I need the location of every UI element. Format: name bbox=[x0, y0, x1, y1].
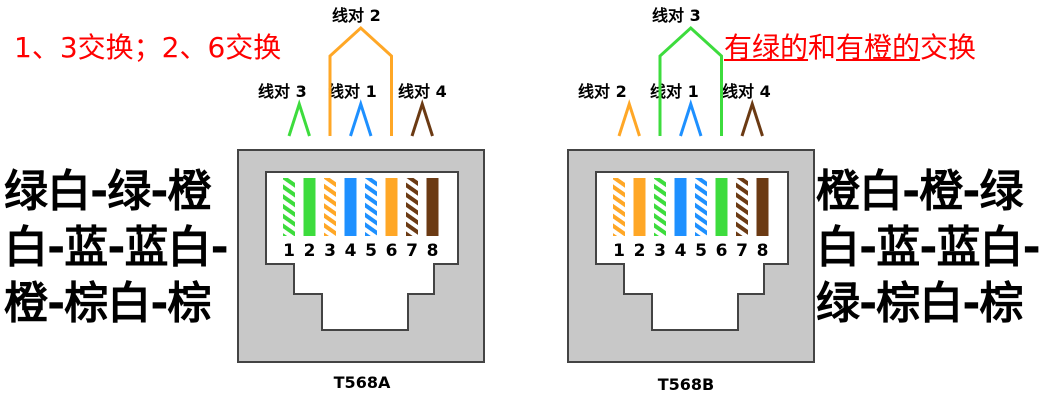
pin-wire bbox=[736, 178, 748, 236]
pair-label-top: 线对 3 bbox=[652, 6, 701, 25]
pin-number: 4 bbox=[345, 241, 357, 261]
pin-wire bbox=[654, 178, 666, 236]
pin-number: 7 bbox=[736, 241, 748, 261]
standard-label: T568B bbox=[657, 375, 715, 394]
pin-number: 3 bbox=[654, 241, 666, 261]
pin-wire bbox=[613, 178, 625, 236]
pair-line bbox=[617, 99, 641, 137]
pin-wire bbox=[715, 178, 728, 236]
pin-wire bbox=[365, 178, 377, 236]
right-note-seg1: 有绿的 bbox=[724, 31, 809, 64]
pair-label-c: 线对 4 bbox=[722, 82, 771, 101]
pair-line bbox=[287, 99, 311, 137]
pin-number: 1 bbox=[613, 241, 625, 261]
right-desc-line: 绿-棕白-棕 bbox=[816, 278, 1024, 329]
right-note: 有绿的和有橙的交换 bbox=[724, 26, 976, 66]
pin-wire bbox=[633, 178, 646, 236]
pin-wire bbox=[324, 178, 336, 236]
pin-number: 2 bbox=[634, 241, 646, 261]
left-desc-line: 白-蓝-蓝白- bbox=[4, 222, 229, 273]
pin-number: 6 bbox=[386, 241, 398, 261]
pin-wire bbox=[406, 178, 418, 236]
pin-wire bbox=[426, 178, 439, 236]
pin-wire bbox=[344, 178, 357, 236]
pin-wire bbox=[385, 178, 398, 236]
pair-line bbox=[679, 99, 703, 137]
pin-wire bbox=[695, 178, 707, 236]
right-desc-line: 橙白-橙-绿 bbox=[816, 166, 1024, 217]
pin-number: 8 bbox=[757, 241, 769, 261]
pin-number: 8 bbox=[427, 241, 439, 261]
pin-wire bbox=[756, 178, 769, 236]
pair-label-c: 线对 4 bbox=[398, 82, 447, 101]
pin-number: 5 bbox=[365, 241, 377, 261]
pair-line bbox=[349, 99, 373, 137]
pin-number: 4 bbox=[675, 241, 687, 261]
pin-number: 5 bbox=[695, 241, 707, 261]
pin-number: 7 bbox=[406, 241, 418, 261]
pin-number: 6 bbox=[716, 241, 728, 261]
right-description: 橙白-橙-绿 白-蓝-蓝白- 绿-棕白-棕 bbox=[816, 164, 1041, 332]
right-note-seg2: 和 bbox=[808, 31, 837, 64]
pin-wire bbox=[674, 178, 687, 236]
pair-line-outer bbox=[328, 25, 393, 136]
pin-wire bbox=[303, 178, 316, 236]
pair-label-top: 线对 2 bbox=[332, 6, 381, 25]
left-note: 1、3交换；2、6交换 bbox=[14, 31, 282, 64]
pair-label-b: 线对 1 bbox=[328, 82, 377, 101]
standard-label: T568A bbox=[333, 373, 391, 392]
pin-number: 1 bbox=[283, 241, 295, 261]
pair-line bbox=[740, 99, 764, 137]
right-note-seg4: 交换 bbox=[920, 31, 977, 64]
pin-wire bbox=[283, 178, 295, 236]
pair-line bbox=[410, 99, 434, 137]
pair-line-outer bbox=[658, 25, 723, 136]
left-desc-line: 绿白-绿-橙 bbox=[4, 166, 212, 217]
pair-label-a: 线对 2 bbox=[578, 82, 627, 101]
pin-number: 2 bbox=[304, 241, 316, 261]
left-description: 绿白-绿-橙 白-蓝-蓝白- 橙-棕白-棕 bbox=[4, 164, 229, 332]
pair-label-a: 线对 3 bbox=[258, 82, 307, 101]
right-note-seg3: 有橙的 bbox=[836, 31, 921, 64]
pin-number: 3 bbox=[324, 241, 336, 261]
left-desc-line: 橙-棕白-棕 bbox=[4, 278, 212, 329]
pair-label-b: 线对 1 bbox=[650, 82, 699, 101]
right-desc-line: 白-蓝-蓝白- bbox=[816, 222, 1041, 273]
